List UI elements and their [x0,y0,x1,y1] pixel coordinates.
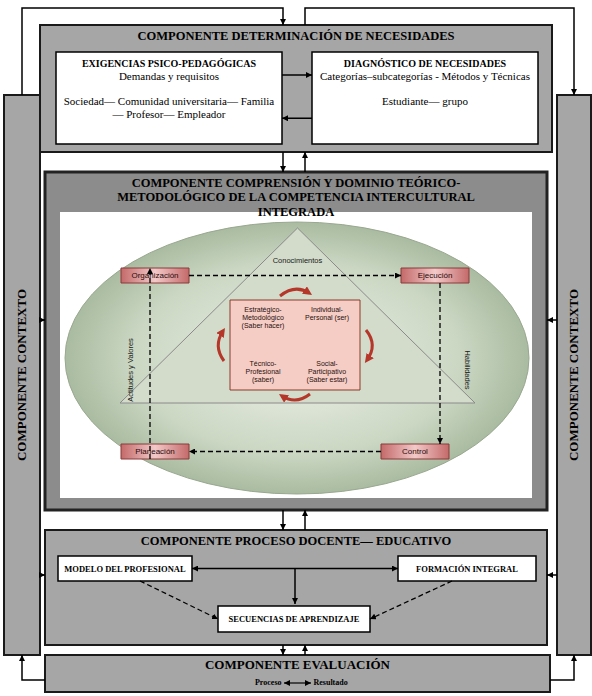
dimension-label: Técnico-Profesional (saber) [234,360,292,384]
competence-triangle: Estratégico-Metodológico (Saber hacer) In… [120,228,475,403]
cycle-arrow [280,289,309,296]
component-band: MODELO DEL PROFESIONAL FORMACIÓN INTEGRAL… [45,530,547,645]
triangle-label: Actitudes y Valores [126,338,135,402]
white-panel [60,212,532,498]
dimension-square: Estratégico-Metodológico (Saber hacer) In… [230,300,360,390]
context-band: COMPONENTE CONTEXTO [557,95,591,655]
connector-arrow [282,510,284,530]
phase-label: Planeación [135,447,175,456]
component-band: COMPONENTE EVALUACIÓN Proceso Resultado [45,655,550,692]
box-text: Demandas y requisitos [119,70,219,83]
connector-arrow [282,74,312,76]
requirements-box: EXIGENCIAS PSICO-PEDAGÓGICASDemandas y r… [56,52,282,144]
evaluation-label: Resultado [314,678,348,687]
box-heading: MODELO DEL PROFESIONAL [64,564,185,574]
connector-arrow [282,152,284,172]
box-text: Categorías–subcategorías - Métodos y Téc… [320,70,530,83]
cycle-arrow [218,331,224,361]
process-box: FORMACIÓN INTEGRAL [398,556,536,581]
component-title: COMPONENTE CONTEXTO [566,289,582,461]
phase-label: Control [402,447,428,456]
phase-box-shape [121,268,189,283]
connector-arrow [22,655,45,680]
phase-box: Control [381,444,449,459]
connectors [22,8,574,680]
connector-arrow [304,645,306,655]
connector-arrow [282,117,312,119]
dimension-label: Social-Participativo (Saber estar) [298,360,356,384]
connector-arrow [149,268,150,459]
connector-arrow [282,645,284,655]
process-box: MODELO DEL PROFESIONAL [58,556,192,581]
connector-arrow [40,319,45,321]
connector-arrow [304,510,306,530]
box-heading: FORMACIÓN INTEGRAL [416,564,518,574]
triangle-label: Habilidades [463,350,472,389]
illustration-arrows [218,289,372,683]
box-heading: EXIGENCIAS PSICO-PEDAGÓGICAS [82,58,256,69]
box-text: Sociedad— Comunidad universitaria— Famil… [62,95,276,121]
cycle-arrow [366,330,372,360]
connector-arrow [22,8,283,95]
dimension-square-shape [230,300,360,390]
phase-label: Organización [131,271,178,280]
connector-arrow [370,581,452,619]
evaluation-label: Proceso [255,678,282,687]
component-band-shape [45,172,547,510]
context-band-shape [557,95,591,655]
connector-arrow [547,319,557,321]
process-box: SECUENCIAS DE APRENDIZAJE [218,606,370,632]
inner-fills [120,228,475,459]
component-fills [4,25,591,692]
component-title: COMPONENTE COMPRENSIÓN Y DOMINIO TEÓRICO… [45,176,547,219]
phase-box: Organización [121,268,189,283]
component-band-shape [45,530,547,645]
triangle-label: Conocimientos [120,256,475,265]
connector-arrow [304,152,306,172]
process-box-shape [218,606,370,632]
requirements-box-shape [56,52,282,144]
context-band: COMPONENTE CONTEXTO [4,95,40,655]
dimension-label: Estratégico-Metodológico (Saber hacer) [234,306,292,330]
component-title: COMPONENTE EVALUACIÓN [45,658,550,673]
branch-arrow [294,569,296,604]
component-band: Estratégico-Metodológico (Saber hacer) In… [45,172,547,510]
phase-box: Planeación [121,444,189,459]
process-box-shape [58,556,192,581]
cycle-arrow [282,394,310,400]
context-band-shape [4,95,40,655]
competence-triangle-shape [120,228,475,403]
component-band-shape [45,655,550,692]
process-box-shape [398,556,536,581]
illustration [60,212,532,498]
competence-ellipse [65,222,529,494]
component-band-shape [40,25,552,152]
diagnosis-box: DIAGNÓSTICO DE NECESIDADESCategorías–sub… [312,52,538,144]
dimension-label: Individual-Personal (ser) [298,306,356,322]
phase-label: Ejecución [418,271,453,280]
diagnosis-box-shape [312,52,538,144]
phase-box-shape [381,444,449,459]
connector-arrow [439,283,440,444]
component-title: COMPONENTE PROCESO DOCENTE— EDUCATIVO [45,534,547,548]
box-heading: DIAGNÓSTICO DE NECESIDADES [344,58,506,69]
phase-box-shape [121,444,189,459]
connector-arrow [550,655,574,680]
component-title: COMPONENTE CONTEXTO [14,289,30,461]
box-text: Estudiante— grupo [382,95,468,108]
connector-arrow [547,574,557,576]
connector-arrow [140,581,218,619]
phase-box-shape [401,268,469,283]
connector-arrow [189,451,381,452]
connector-arrow [305,8,574,95]
box-heading: SECUENCIAS DE APRENDIZAJE [229,614,360,624]
phase-box: Ejecución [401,268,469,283]
component-band: EXIGENCIAS PSICO-PEDAGÓGICASDemandas y r… [40,25,552,152]
connector-arrow [192,568,398,570]
connector-arrow [189,275,401,276]
component-title: COMPONENTE DETERMINACIÓN DE NECESIDADES [40,29,552,43]
double-arrow [284,682,311,683]
connector-arrow [40,574,45,576]
